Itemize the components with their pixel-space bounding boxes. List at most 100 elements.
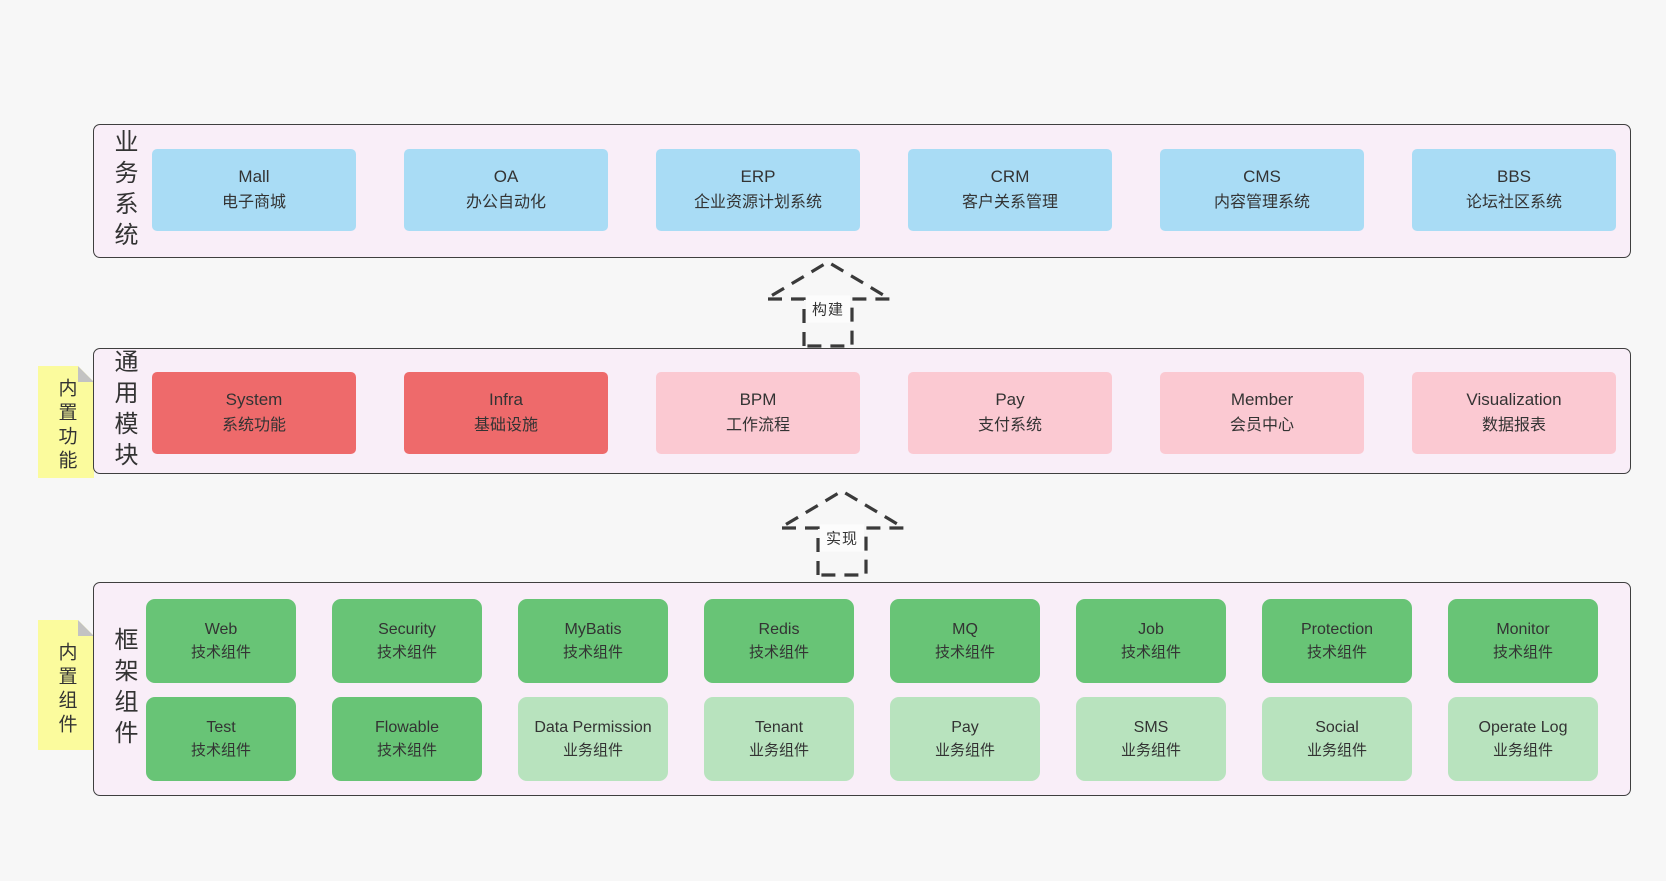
box-title: Member bbox=[1230, 390, 1294, 409]
box-title: BPM bbox=[739, 390, 777, 409]
box-title: Pay bbox=[995, 390, 1025, 409]
box-oa: OA 办公自动化 bbox=[404, 149, 608, 231]
box-mall: Mall 电子商城 bbox=[152, 149, 356, 231]
band-label-framework-components: 框架组件 bbox=[110, 627, 137, 751]
build-arrow-label: 构建 bbox=[805, 295, 851, 323]
box-subtitle: 技术组件 bbox=[562, 644, 623, 661]
box-pay-component: Pay 业务组件 bbox=[890, 697, 1040, 781]
box-title: Operate Log bbox=[1478, 719, 1568, 736]
box-title: MyBatis bbox=[564, 621, 622, 638]
box-subtitle: 数据报表 bbox=[1481, 417, 1546, 434]
box-title: MQ bbox=[952, 621, 978, 638]
box-subtitle: 技术组件 bbox=[190, 742, 251, 759]
box-data-permission: Data Permission 业务组件 bbox=[518, 697, 668, 781]
box-web: Web 技术组件 bbox=[146, 599, 296, 683]
box-subtitle: 业务组件 bbox=[934, 742, 995, 759]
box-sms: SMS 业务组件 bbox=[1076, 697, 1226, 781]
box-subtitle: 论坛社区系统 bbox=[1465, 194, 1562, 211]
box-subtitle: 企业资源计划系统 bbox=[693, 194, 822, 211]
band-common-modules: 通用模块 System 系统功能 Infra 基础设施 BPM 工作流程 Pay… bbox=[93, 348, 1631, 474]
box-subtitle: 工作流程 bbox=[725, 417, 790, 434]
box-bbs: BBS 论坛社区系统 bbox=[1412, 149, 1616, 231]
box-subtitle: 技术组件 bbox=[376, 742, 437, 759]
box-title: Mall bbox=[238, 167, 270, 186]
box-subtitle: 技术组件 bbox=[190, 644, 251, 661]
box-title: Tenant bbox=[754, 719, 804, 736]
band-business-systems: 业务系统 Mall 电子商城 OA 办公自动化 ERP 企业资源计划系统 CRM… bbox=[93, 124, 1631, 258]
box-subtitle: 办公自动化 bbox=[465, 194, 546, 211]
note-fold-corner bbox=[78, 620, 94, 636]
note-fold-corner bbox=[78, 366, 94, 382]
box-title: ERP bbox=[740, 167, 776, 186]
sticky-note-label: 内置组件 bbox=[55, 642, 77, 739]
box-title: Web bbox=[204, 621, 238, 638]
sticky-note-label: 内置功能 bbox=[55, 378, 77, 475]
box-pay-module: Pay 支付系统 bbox=[908, 372, 1112, 454]
band-label-common-modules: 通用模块 bbox=[110, 349, 137, 473]
box-title: Job bbox=[1138, 621, 1164, 638]
box-social: Social 业务组件 bbox=[1262, 697, 1412, 781]
box-title: BBS bbox=[1496, 167, 1532, 186]
box-security: Security 技术组件 bbox=[332, 599, 482, 683]
box-mq: MQ 技术组件 bbox=[890, 599, 1040, 683]
box-visualization: Visualization 数据报表 bbox=[1412, 372, 1616, 454]
box-subtitle: 业务组件 bbox=[562, 742, 623, 759]
band-framework-components: 框架组件 Web 技术组件 Security 技术组件 MyBatis 技术组件… bbox=[93, 582, 1631, 796]
implement-arrow-up-icon: 实现 bbox=[772, 486, 912, 578]
sticky-note-built-in-components: 内置组件 bbox=[38, 620, 94, 750]
box-title: Protection bbox=[1300, 621, 1374, 638]
box-title: Data Permission bbox=[534, 719, 652, 736]
box-monitor: Monitor 技术组件 bbox=[1448, 599, 1598, 683]
box-protection: Protection 技术组件 bbox=[1262, 599, 1412, 683]
box-test: Test 技术组件 bbox=[146, 697, 296, 781]
box-title: System bbox=[225, 390, 283, 409]
box-title: CRM bbox=[990, 167, 1030, 186]
box-operate-log: Operate Log 业务组件 bbox=[1448, 697, 1598, 781]
box-subtitle: 技术组件 bbox=[376, 644, 437, 661]
box-subtitle: 支付系统 bbox=[977, 417, 1042, 434]
box-subtitle: 业务组件 bbox=[1120, 742, 1181, 759]
sticky-note-built-in-features: 内置功能 bbox=[38, 366, 94, 478]
box-member: Member 会员中心 bbox=[1160, 372, 1364, 454]
box-title: Monitor bbox=[1496, 621, 1550, 638]
box-subtitle: 业务组件 bbox=[748, 742, 809, 759]
box-subtitle: 技术组件 bbox=[1492, 644, 1553, 661]
box-redis: Redis 技术组件 bbox=[704, 599, 854, 683]
box-title: Pay bbox=[951, 719, 979, 736]
box-subtitle: 电子商城 bbox=[221, 194, 286, 211]
box-title: Visualization bbox=[1466, 390, 1562, 409]
box-subtitle: 会员中心 bbox=[1229, 417, 1294, 434]
box-bpm: BPM 工作流程 bbox=[656, 372, 860, 454]
implement-arrow-label: 实现 bbox=[819, 524, 865, 552]
box-infra: Infra 基础设施 bbox=[404, 372, 608, 454]
box-subtitle: 业务组件 bbox=[1306, 742, 1367, 759]
box-title: Social bbox=[1315, 719, 1359, 736]
box-subtitle: 技术组件 bbox=[934, 644, 995, 661]
box-title: Flowable bbox=[374, 719, 440, 736]
box-title: CMS bbox=[1243, 167, 1281, 186]
build-arrow-up-icon: 构建 bbox=[758, 257, 898, 349]
band-label-business-systems: 业务系统 bbox=[110, 129, 137, 253]
box-title: Infra bbox=[488, 390, 524, 409]
box-mybatis: MyBatis 技术组件 bbox=[518, 599, 668, 683]
box-job: Job 技术组件 bbox=[1076, 599, 1226, 683]
box-subtitle: 技术组件 bbox=[1306, 644, 1367, 661]
box-subtitle: 业务组件 bbox=[1492, 742, 1553, 759]
box-subtitle: 基础设施 bbox=[473, 417, 538, 434]
box-tenant: Tenant 业务组件 bbox=[704, 697, 854, 781]
box-cms: CMS 内容管理系统 bbox=[1160, 149, 1364, 231]
box-subtitle: 客户关系管理 bbox=[961, 194, 1058, 211]
box-title: Redis bbox=[758, 621, 800, 638]
box-system: System 系统功能 bbox=[152, 372, 356, 454]
box-title: Security bbox=[378, 621, 436, 638]
box-title: Test bbox=[206, 719, 236, 736]
box-crm: CRM 客户关系管理 bbox=[908, 149, 1112, 231]
box-flowable: Flowable 技术组件 bbox=[332, 697, 482, 781]
box-title: OA bbox=[493, 167, 519, 186]
box-erp: ERP 企业资源计划系统 bbox=[656, 149, 860, 231]
box-subtitle: 内容管理系统 bbox=[1213, 194, 1310, 211]
box-title: SMS bbox=[1133, 719, 1169, 736]
box-subtitle: 技术组件 bbox=[748, 644, 809, 661]
box-subtitle: 系统功能 bbox=[221, 417, 286, 434]
